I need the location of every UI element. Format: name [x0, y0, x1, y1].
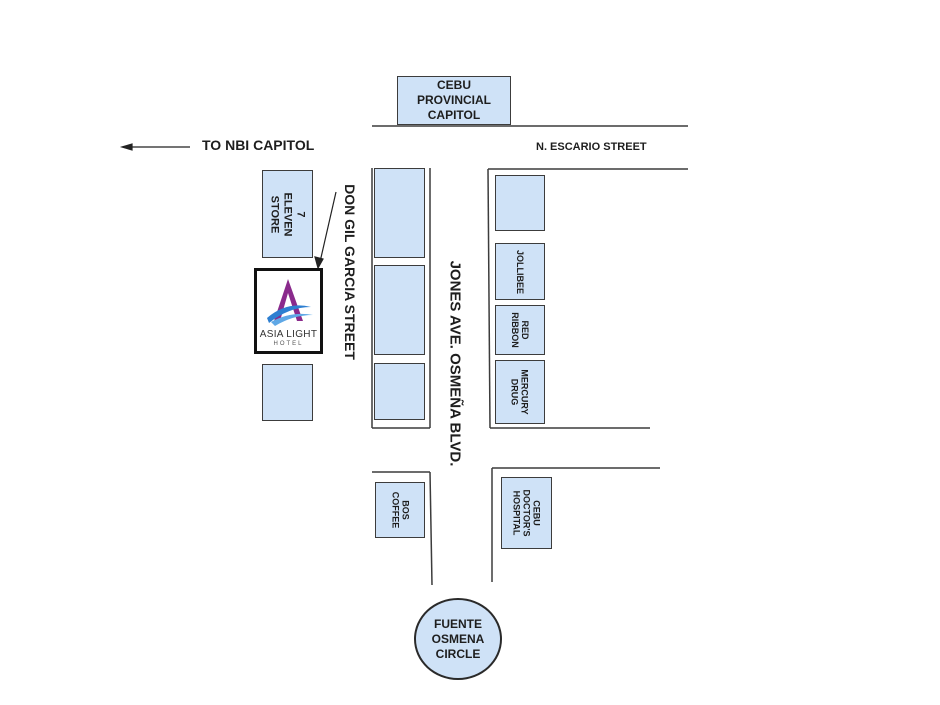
to-nbi-label: TO NBI CAPITOL [202, 137, 315, 153]
fuente-osmena-circle: FUENTE OSMENA CIRCLE [414, 598, 502, 680]
bos-coffee-block: BOS COFFEE [375, 482, 425, 538]
seven-eleven-block: 7 ELEVEN STORE [262, 170, 313, 258]
jones-ave-label: JONES AVE. OSMEÑA BLVD. [446, 260, 464, 467]
cebu-doctors-hospital-block: CEBU DOCTOR'S HOSPITAL [501, 477, 552, 549]
red-ribbon-block: RED RIBBON [495, 305, 545, 355]
block-jones-west-2 [374, 265, 425, 355]
jones-right-upper-line [487, 168, 491, 429]
jones-left-lower-line [429, 471, 433, 586]
hotel-name: ASIA LIGHT [259, 329, 318, 340]
capitol-label: CEBU PROVINCIAL CAPITOL [416, 78, 491, 122]
jollibee-block: JOLLIBEE [495, 243, 545, 300]
asia-light-hotel: ASIA LIGHT HOTEL [254, 268, 323, 354]
hotel-sub: HOTEL [273, 341, 304, 347]
don-gil-garcia-street-label: DON GIL GARCIA STREET [342, 184, 358, 360]
hotel-pointer-head [314, 256, 324, 270]
hotel-logo-icon [267, 279, 313, 326]
nbi-arrowhead [119, 143, 133, 151]
escario-street-label: N. ESCARIO STREET [536, 141, 647, 153]
block-jones-west-3 [374, 363, 425, 420]
block-jones-east-1 [495, 175, 545, 231]
capitol-block [397, 76, 511, 125]
mercury-drug-block: MERCURY DRUG [495, 360, 545, 424]
block-jones-west-1 [374, 168, 425, 258]
block-below-hotel [262, 364, 313, 421]
hotel-pointer-shaft [319, 191, 337, 263]
